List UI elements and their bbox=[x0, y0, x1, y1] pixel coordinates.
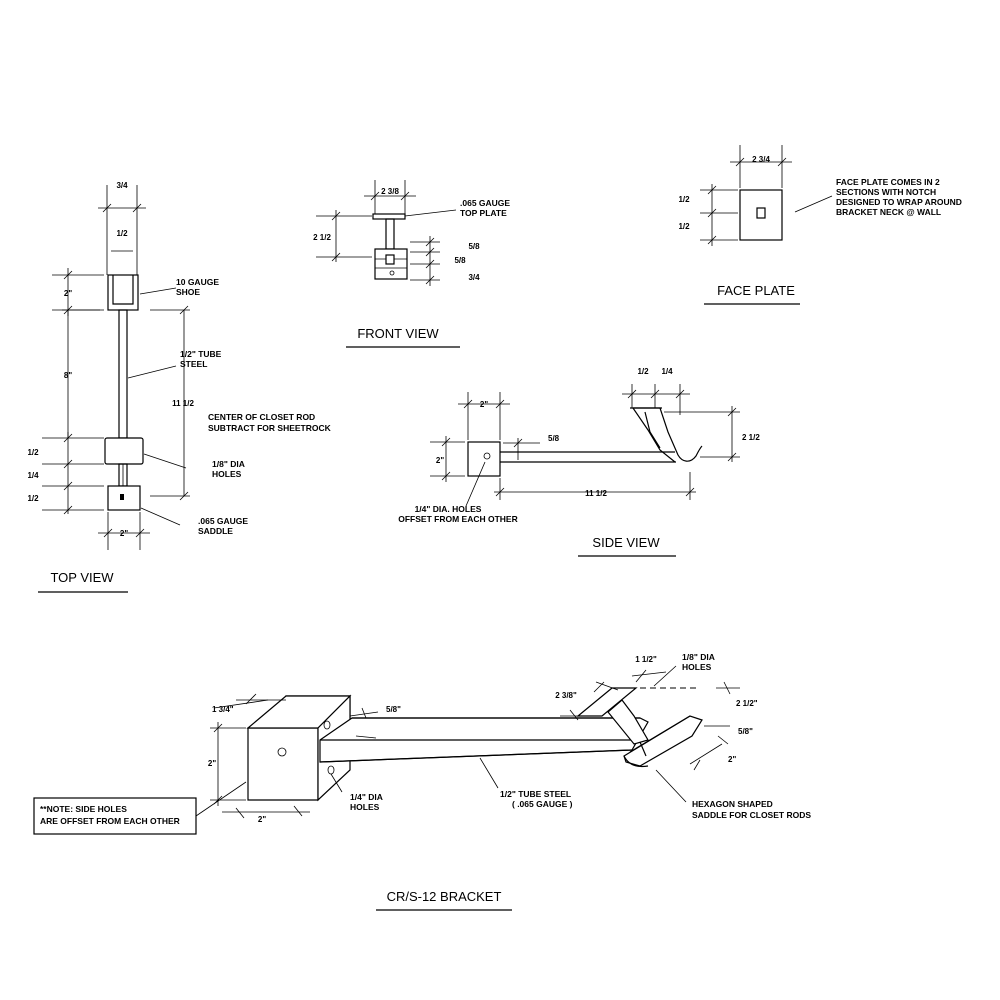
iso-dim-saddle-b: 2" bbox=[728, 755, 736, 764]
iso-note-1: **NOTE: SIDE HOLES bbox=[40, 804, 127, 814]
front-view-dim-a: 5/8 bbox=[468, 242, 480, 251]
face-plate-note-4: BRACKET NECK @ WALL bbox=[836, 207, 941, 217]
front-view-dim-top: 2 3/8 bbox=[381, 187, 399, 196]
iso-label-holes-2: HOLES bbox=[350, 802, 380, 812]
iso-label-holes-1: 1/4" DIA bbox=[350, 792, 383, 802]
front-view-dim-c: 3/4 bbox=[468, 273, 480, 282]
top-view-dim-gap: 1/4 bbox=[27, 471, 39, 480]
top-view-label-holes-2: HOLES bbox=[212, 469, 242, 479]
iso-title: CR/S-12 BRACKET bbox=[387, 889, 502, 904]
iso-label-top-holes-2: HOLES bbox=[682, 662, 712, 672]
side-view-dim-tube: 5/8 bbox=[548, 434, 560, 443]
iso-dim-width: 2" bbox=[258, 815, 266, 824]
top-view: 3/4 1/2 2" 10 GAUGE SHOE 1/2" TUBE STEEL… bbox=[27, 181, 332, 593]
iso-dim-height: 2" bbox=[208, 759, 216, 768]
face-plate-note-3: DESIGNED TO WRAP AROUND bbox=[836, 197, 962, 207]
iso-label-top-holes-1: 1/8" DIA bbox=[682, 652, 715, 662]
top-view-title: TOP VIEW bbox=[50, 570, 114, 585]
face-plate-dim-upper: 1/2 bbox=[678, 195, 690, 204]
side-view-dim-top-b: 1/4 bbox=[661, 367, 673, 376]
side-view-dim-top-a: 1/2 bbox=[637, 367, 649, 376]
iso-note-2: ARE OFFSET FROM EACH OTHER bbox=[40, 816, 180, 826]
top-view-label-shoe-1: 10 GAUGE bbox=[176, 277, 219, 287]
top-view-dim-shoe: 2" bbox=[64, 289, 72, 298]
side-view-title: SIDE VIEW bbox=[592, 535, 660, 550]
iso-label-saddle-1: HEXAGON SHAPED bbox=[692, 799, 773, 809]
top-view-dim-saddle: 1/2 bbox=[27, 494, 39, 503]
iso-dim-depth: 1 3/4" bbox=[212, 705, 234, 714]
top-view-label-tube-1: 1/2" TUBE bbox=[180, 349, 222, 359]
top-view-label-saddle-1: .065 GAUGE bbox=[198, 516, 248, 526]
iso-dim-saddle-height: 2 1/2" bbox=[736, 699, 758, 708]
top-view-dim-tube: 8" bbox=[64, 371, 72, 380]
front-view-dim-b: 5/8 bbox=[454, 256, 466, 265]
iso-label-tube-1: 1/2" TUBE STEEL bbox=[500, 789, 571, 799]
top-view-label-shoe-2: SHOE bbox=[176, 287, 200, 297]
iso-dim-top-b: 2 3/8" bbox=[555, 691, 577, 700]
front-view-dim-height: 2 1/2 bbox=[313, 233, 331, 242]
face-plate-note-2: SECTIONS WITH NOTCH bbox=[836, 187, 936, 197]
iso-dim-saddle-a: 5/8" bbox=[738, 727, 753, 736]
side-view-dim-length: 11 1/2 bbox=[585, 489, 607, 498]
face-plate-dim-lower: 1/2 bbox=[678, 222, 690, 231]
top-view-dim-center: 11 1/2 bbox=[172, 399, 194, 408]
side-view-dim-saddle: 2 1/2 bbox=[742, 433, 760, 442]
front-view-label-top-plate-2: TOP PLATE bbox=[460, 208, 507, 218]
top-view-label-saddle-2: SADDLE bbox=[198, 526, 233, 536]
face-plate-note-1: FACE PLATE COMES IN 2 bbox=[836, 177, 940, 187]
top-view-dim-width: 2" bbox=[120, 529, 128, 538]
iso-view: 1 3/4" 2" 2" 5/8" 1/4" DIA HOLES 1/2" TU… bbox=[33, 652, 811, 911]
top-view-dim-inner: 1/2 bbox=[116, 229, 128, 238]
face-plate-view: 2 3/4 1/2 1/2 FACE PLATE COMES IN 2 SECT… bbox=[678, 145, 962, 305]
iso-label-saddle-2: SADDLE FOR CLOSET RODS bbox=[692, 810, 811, 820]
top-view-label-holes-1: 1/8" DIA bbox=[212, 459, 245, 469]
top-view-dim-total: 3/4 bbox=[116, 181, 128, 190]
front-view-label-top-plate-1: .065 GAUGE bbox=[460, 198, 510, 208]
top-view-dim-plate: 1/2 bbox=[27, 448, 39, 457]
side-view-label-holes-1: 1/4" DIA. HOLES bbox=[415, 504, 482, 514]
top-view-label-tube-2: STEEL bbox=[180, 359, 207, 369]
iso-label-tube-2: ( .065 GAUGE ) bbox=[512, 799, 573, 809]
side-view-label-holes-2: OFFSET FROM EACH OTHER bbox=[398, 514, 517, 524]
iso-dim-top-a: 1 1/2" bbox=[635, 655, 657, 664]
top-view-label-center-1: CENTER OF CLOSET ROD bbox=[208, 412, 315, 422]
front-view: 2 3/8 .065 GAUGE TOP PLATE 2 1/2 5/8 5/8 bbox=[313, 180, 510, 348]
side-view: 2" 2" 5/8 1/2 1/4 bbox=[398, 367, 760, 557]
side-view-dim-plate-height: 2" bbox=[436, 456, 444, 465]
iso-dim-tube: 5/8" bbox=[386, 705, 401, 714]
face-plate-title: FACE PLATE bbox=[717, 283, 795, 298]
face-plate-dim-width: 2 3/4 bbox=[752, 155, 770, 164]
side-view-dim-plate-width: 2" bbox=[480, 400, 488, 409]
top-view-label-center-2: SUBTRACT FOR SHEETROCK bbox=[208, 423, 332, 433]
front-view-title: FRONT VIEW bbox=[357, 326, 439, 341]
